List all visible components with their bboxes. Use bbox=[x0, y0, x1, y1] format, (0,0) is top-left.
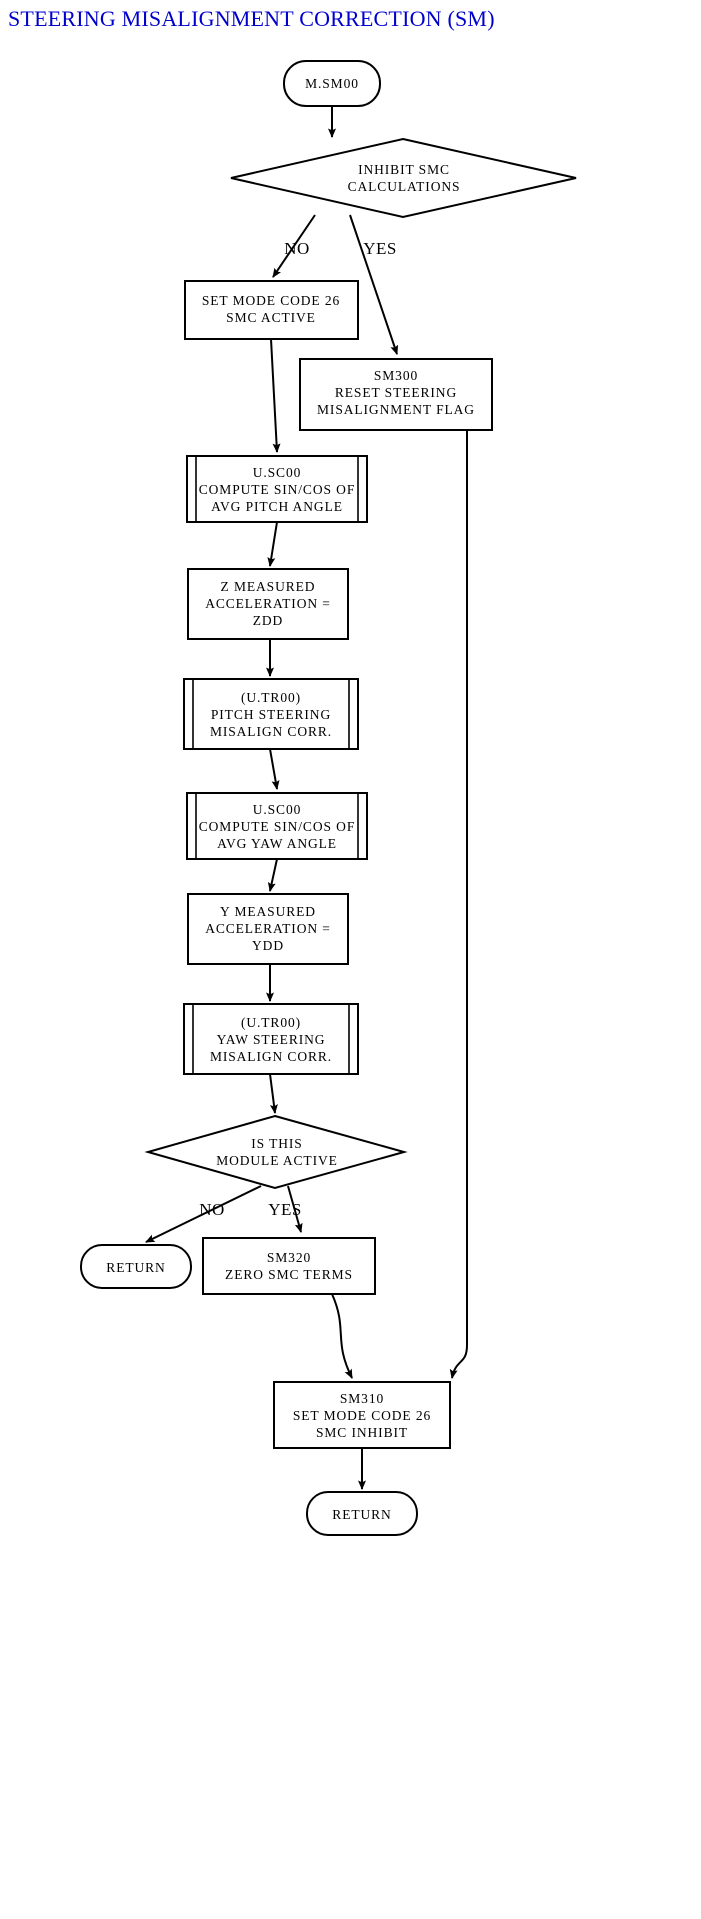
edge-sm320-to-sm310 bbox=[331, 1293, 353, 1379]
edge-tr00pitch-to-sc00yaw bbox=[269, 748, 280, 790]
node-label-sc00pitch-line1: U.SC00 bbox=[253, 465, 302, 480]
edge-label-no-1: NO bbox=[284, 239, 310, 258]
process-shape bbox=[184, 280, 359, 340]
node-label-inhibit-line2: CALCULATIONS bbox=[348, 179, 461, 194]
node-label-start: M.SM00 bbox=[305, 76, 359, 91]
node-z-measured-acceleration[interactable]: Z MEASURED ACCELERATION = ZDD bbox=[187, 568, 349, 640]
node-sm310-set-mode-code-26-smc-inhibit[interactable]: SM310 SET MODE CODE 26 SMC INHIBIT bbox=[273, 1381, 451, 1449]
node-label-zmeas-line2: ACCELERATION = bbox=[205, 596, 331, 611]
subroutine-shape bbox=[186, 792, 368, 860]
edge-label-no-2: NO bbox=[199, 1200, 225, 1219]
subroutine-shape bbox=[183, 1003, 359, 1075]
node-label-sm310-line1: SM310 bbox=[340, 1391, 384, 1406]
node-label-setmode-line1: SET MODE CODE 26 bbox=[202, 293, 340, 308]
node-utr00-yaw-steering-misalign-corr[interactable]: (U.TR00) YAW STEERING MISALIGN CORR. bbox=[183, 1003, 359, 1075]
terminator-shape bbox=[283, 60, 381, 107]
node-usc00-compute-sincos-avg-pitch-angle[interactable]: U.SC00 COMPUTE SIN/COS OF AVG PITCH ANGL… bbox=[186, 455, 368, 523]
node-label-sc00yaw-line2: COMPUTE SIN/COS OF bbox=[199, 819, 355, 834]
node-sm300-reset-steering-misalignment-flag[interactable]: SM300 RESET STEERING MISALIGNMENT FLAG bbox=[299, 358, 493, 431]
process-shape bbox=[187, 568, 349, 640]
node-label-tr00pitch-line2: PITCH STEERING bbox=[211, 707, 331, 722]
node-return-terminator-no-branch[interactable]: RETURN bbox=[80, 1244, 192, 1289]
node-label-sm320-line2: ZERO SMC TERMS bbox=[225, 1267, 353, 1282]
page-title: STEERING MISALIGNMENT CORRECTION (SM) bbox=[8, 6, 495, 31]
node-y-measured-acceleration[interactable]: Y MEASURED ACCELERATION = YDD bbox=[187, 893, 349, 965]
node-label-sm310-line2: SET MODE CODE 26 bbox=[293, 1408, 431, 1423]
node-set-mode-code-26-smc-active[interactable]: SET MODE CODE 26 SMC ACTIVE bbox=[184, 280, 359, 340]
edge-sm300-to-sm310 bbox=[449, 430, 468, 1379]
node-label-inhibit-line1: INHIBIT SMC bbox=[358, 162, 450, 177]
node-label-isactive-line2: MODULE ACTIVE bbox=[216, 1153, 338, 1168]
node-label-ymeas-line1: Y MEASURED bbox=[220, 904, 316, 919]
edge-inhibit-yes bbox=[349, 214, 399, 355]
node-usc00-compute-sincos-avg-yaw-angle[interactable]: U.SC00 COMPUTE SIN/COS OF AVG YAW ANGLE bbox=[186, 792, 368, 860]
node-label-sm310-line3: SMC INHIBIT bbox=[316, 1425, 408, 1440]
node-is-this-module-active-decision[interactable]: IS THIS MODULE ACTIVE bbox=[144, 1114, 408, 1190]
process-shape bbox=[202, 1237, 376, 1295]
node-utr00-pitch-steering-misalign-corr[interactable]: (U.TR00) PITCH STEERING MISALIGN CORR. bbox=[183, 678, 359, 750]
process-shape bbox=[187, 893, 349, 965]
node-label-sm300-line1: SM300 bbox=[374, 368, 418, 383]
edge-tr00yaw-to-isactive bbox=[269, 1073, 278, 1114]
edge-inhibit-no bbox=[272, 214, 316, 278]
node-label-zmeas-line3: ZDD bbox=[253, 613, 283, 628]
node-label-isactive-line1: IS THIS bbox=[251, 1136, 302, 1151]
terminator-shape bbox=[80, 1244, 192, 1289]
process-shape bbox=[299, 358, 493, 431]
node-label-ymeas-line2: ACCELERATION = bbox=[205, 921, 331, 936]
node-label-tr00yaw-line3: MISALIGN CORR. bbox=[210, 1049, 332, 1064]
edge-sc00yaw-to-ymeas bbox=[267, 858, 278, 892]
decision-shape bbox=[230, 137, 577, 219]
node-label-zmeas-line1: Z MEASURED bbox=[221, 579, 316, 594]
node-label-tr00pitch-line1: (U.TR00) bbox=[241, 690, 301, 705]
terminator-shape bbox=[306, 1491, 418, 1536]
node-return-terminator-final[interactable]: RETURN bbox=[306, 1491, 418, 1536]
edge-label-layer: NO YES NO YES bbox=[199, 239, 397, 1219]
subroutine-shape bbox=[186, 455, 368, 523]
node-label-return-1: RETURN bbox=[106, 1260, 165, 1275]
edge-label-yes-2: YES bbox=[268, 1200, 302, 1219]
node-label-ymeas-line3: YDD bbox=[252, 938, 284, 953]
process-shape bbox=[273, 1381, 451, 1449]
edge-isactive-yes bbox=[287, 1185, 303, 1233]
node-sm320-zero-smc-terms[interactable]: SM320 ZERO SMC TERMS bbox=[202, 1237, 376, 1295]
node-label-tr00yaw-line1: (U.TR00) bbox=[241, 1015, 301, 1030]
edge-label-yes-1: YES bbox=[363, 239, 397, 258]
edge-sc00pitch-to-zmeas bbox=[267, 521, 278, 567]
node-label-sc00yaw-line1: U.SC00 bbox=[253, 802, 302, 817]
node-label-return-2: RETURN bbox=[332, 1507, 391, 1522]
edge-layer bbox=[145, 106, 468, 1490]
node-start-terminator[interactable]: M.SM00 bbox=[283, 60, 381, 107]
node-label-sm320-line1: SM320 bbox=[267, 1250, 311, 1265]
node-label-sm300-line3: MISALIGNMENT FLAG bbox=[317, 402, 475, 417]
decision-shape bbox=[144, 1114, 408, 1190]
edge-setmode-to-sc00pitch bbox=[270, 338, 281, 453]
node-label-tr00yaw-line2: YAW STEERING bbox=[217, 1032, 326, 1047]
node-inhibit-smc-decision[interactable]: INHIBIT SMC CALCULATIONS bbox=[230, 137, 577, 219]
node-label-sm300-line2: RESET STEERING bbox=[335, 385, 457, 400]
edge-isactive-no bbox=[145, 1185, 262, 1243]
node-label-sc00pitch-line3: AVG PITCH ANGLE bbox=[211, 499, 343, 514]
node-label-setmode-line2: SMC ACTIVE bbox=[226, 310, 316, 325]
subroutine-shape bbox=[183, 678, 359, 750]
node-label-tr00pitch-line3: MISALIGN CORR. bbox=[210, 724, 332, 739]
node-label-sc00yaw-line3: AVG YAW ANGLE bbox=[217, 836, 337, 851]
node-label-sc00pitch-line2: COMPUTE SIN/COS OF bbox=[199, 482, 355, 497]
